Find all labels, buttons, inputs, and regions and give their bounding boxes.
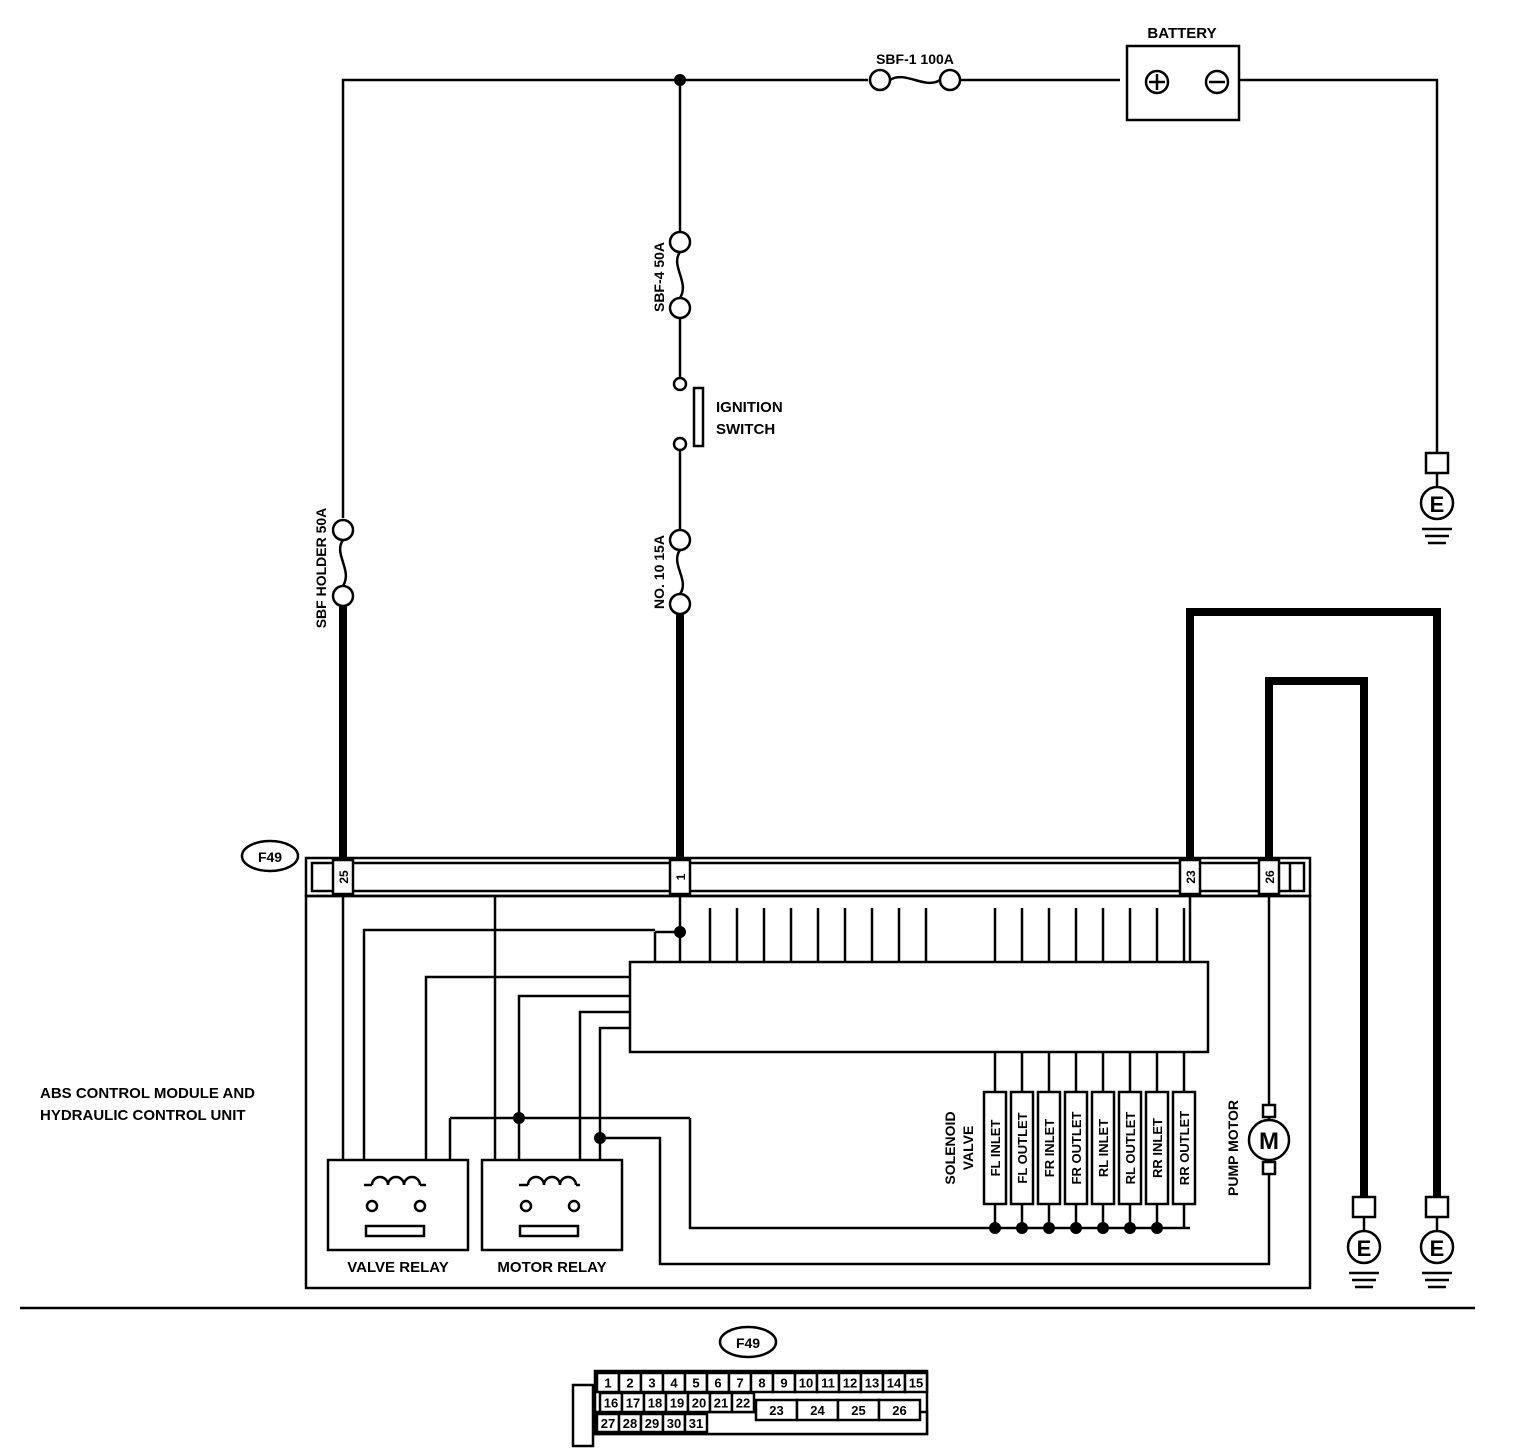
- battery-ground: E: [1419, 451, 1455, 545]
- motor-relay: [480, 1158, 624, 1252]
- ground-1-e: E: [1357, 1236, 1372, 1261]
- solenoid-fr-inlet: FR INLET: [1042, 1119, 1057, 1178]
- power-bus: [341, 74, 1439, 518]
- pin-cell-2: 2: [626, 1376, 633, 1391]
- pin-cell-6: 6: [714, 1376, 721, 1391]
- ignition-label-2: SWITCH: [716, 421, 775, 438]
- pin-cell-26-cell: [877, 1398, 922, 1422]
- pin-cell-14: 14: [887, 1376, 902, 1391]
- pin-cell-22: 22: [736, 1396, 750, 1411]
- pin-1: 1: [674, 873, 688, 880]
- pin-26: 26: [1263, 870, 1277, 884]
- solenoid-valve-label-1: SOLENOID: [942, 1111, 958, 1184]
- pin-cell-15: 15: [909, 1376, 923, 1391]
- ground-1: E: [1346, 1195, 1382, 1289]
- pin-cell-13: 13: [865, 1376, 879, 1391]
- ground-2: E: [1419, 1195, 1455, 1289]
- sbf1-fuse: SBF-1 100A: [868, 51, 962, 92]
- pin-cell-24: 24: [810, 1403, 825, 1418]
- valve-relay: [326, 1158, 470, 1252]
- pin-cell-31-cell: [683, 1412, 709, 1434]
- battery-ground-e: E: [1430, 492, 1445, 517]
- pin-25: 25: [337, 870, 351, 884]
- pin-cell-12: 12: [843, 1376, 857, 1391]
- sbf-holder-label: SBF HOLDER 50A: [313, 508, 329, 629]
- pinout-title: F49: [736, 1335, 760, 1351]
- ground-loops: [1186, 608, 1441, 1203]
- connector-f49-bar: F49: [240, 839, 1312, 898]
- pin-cell-7: 7: [736, 1376, 743, 1391]
- valve-relay-label: VALVE RELAY: [347, 1259, 448, 1276]
- sbf4-label: SBF-4 50A: [651, 242, 667, 312]
- solenoid-valve-label-2: VALVE: [960, 1126, 976, 1171]
- pin-cell-19: 19: [670, 1396, 684, 1411]
- pin-cell-28: 28: [623, 1416, 637, 1431]
- pin-cell-1: 1: [604, 1376, 611, 1391]
- battery-label: BATTERY: [1147, 25, 1216, 42]
- pin-cell-16: 16: [604, 1396, 618, 1411]
- pin-cell-20: 20: [692, 1396, 706, 1411]
- sbf1-label: SBF-1 100A: [876, 51, 954, 67]
- pin-cell-11: 11: [821, 1376, 835, 1391]
- pin-cell-30: 30: [667, 1416, 681, 1431]
- solenoid-rl-outlet: RL OUTLET: [1123, 1112, 1138, 1185]
- pin-cell-10: 10: [799, 1376, 813, 1391]
- pin-cell-15-cell: [903, 1371, 929, 1394]
- motor-relay-label: MOTOR RELAY: [497, 1259, 606, 1276]
- pin-cell-27: 27: [601, 1416, 615, 1431]
- abs-module-outline: [304, 894, 1312, 1290]
- sbf-holder-fuse: [331, 518, 355, 858]
- solenoid-fr-outlet: FR OUTLET: [1069, 1111, 1084, 1184]
- control-unit-input-lines: [653, 896, 1192, 962]
- solenoid-rr-inlet: RR INLET: [1150, 1118, 1165, 1178]
- pump-motor-m: M: [1259, 1128, 1279, 1155]
- ignition-label-1: IGNITION: [716, 399, 783, 416]
- pin-cell-8: 8: [758, 1376, 765, 1391]
- abs-module-label-2: HYDRAULIC CONTROL UNIT: [40, 1107, 246, 1124]
- pin-cell-3: 3: [648, 1376, 655, 1391]
- pin-cell-22-cell: [730, 1391, 756, 1414]
- pin-cell-25: 25: [851, 1403, 865, 1418]
- battery: BATTERY: [1125, 25, 1241, 122]
- pin-cell-21: 21: [714, 1396, 728, 1411]
- solenoid-rl-inlet: RL INLET: [1096, 1119, 1111, 1177]
- pin-cell-4: 4: [670, 1376, 678, 1391]
- solenoid-valves: [982, 1052, 1197, 1234]
- pin-23: 23: [1184, 870, 1198, 884]
- abs-module-label-1: ABS CONTROL MODULE AND: [40, 1085, 255, 1102]
- pin-cell-17: 17: [626, 1396, 640, 1411]
- connector-f49-label: F49: [258, 849, 282, 865]
- control-unit-box: [628, 960, 1210, 1054]
- ground-2-e: E: [1430, 1236, 1445, 1261]
- pin-cell-9: 9: [780, 1376, 787, 1391]
- pin-cell-23: 23: [769, 1403, 783, 1418]
- pin-cell-29: 29: [645, 1416, 659, 1431]
- pin-cell-5: 5: [692, 1376, 699, 1391]
- pin-cell-18: 18: [648, 1396, 662, 1411]
- pin-cell-31: 31: [689, 1416, 703, 1431]
- solenoid-fl-outlet: FL OUTLET: [1015, 1112, 1030, 1183]
- solenoid-fl-inlet: FL INLET: [988, 1120, 1003, 1177]
- no10-fuse-label: NO. 10 15A: [651, 535, 667, 609]
- pump-motor: M: [1247, 1103, 1291, 1176]
- pump-motor-label: PUMP MOTOR: [1225, 1100, 1241, 1196]
- ignition-branch: [668, 80, 705, 858]
- solenoid-rr-outlet: RR OUTLET: [1177, 1111, 1192, 1185]
- pin-cell-26: 26: [892, 1403, 906, 1418]
